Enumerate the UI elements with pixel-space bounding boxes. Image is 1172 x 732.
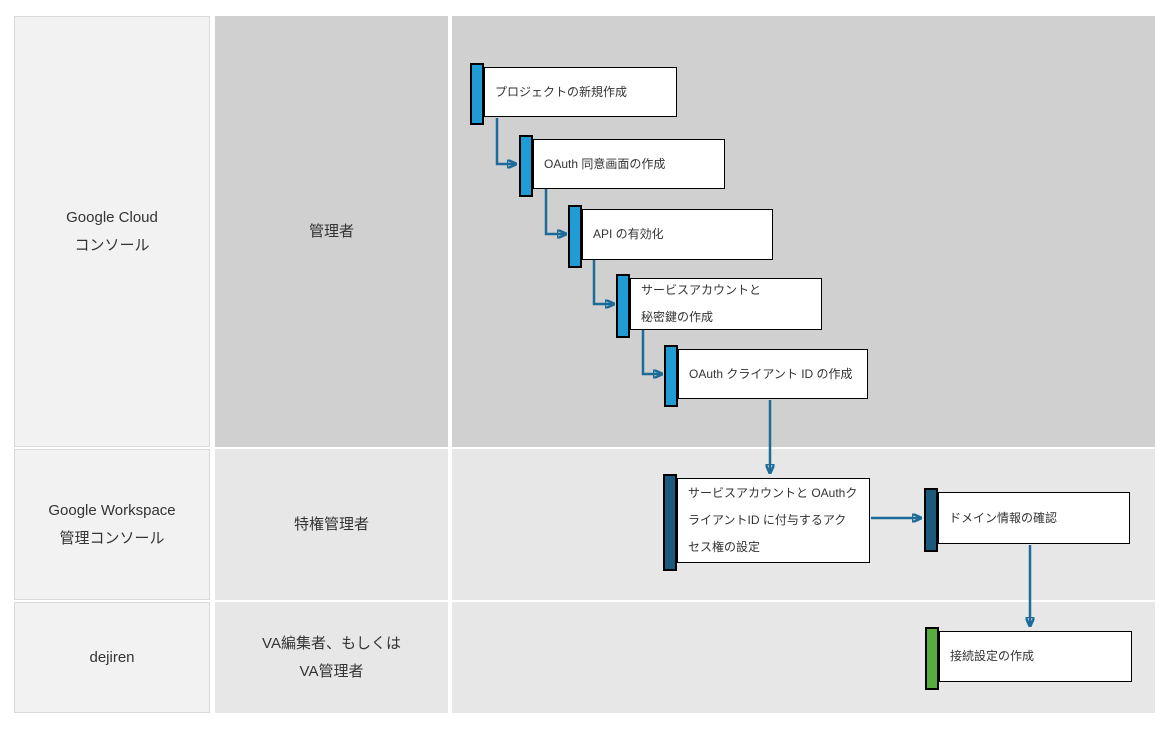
flow-node-create-project: プロジェクトの新規作成 [470, 63, 677, 125]
flow-node-label: OAuth 同意画面の作成 [544, 156, 666, 171]
lane-actor-admin: 管理者 [215, 16, 448, 447]
node-accent-bar [925, 627, 939, 690]
node-accent-bar [616, 274, 630, 338]
flow-node-label: ドメイン情報の確認 [949, 510, 1058, 525]
node-accent-bar [664, 345, 678, 407]
node-accent-bar [519, 135, 533, 197]
flow-node-create-service-account-and-key: サービスアカウントと 秘密鍵の作成 [616, 274, 822, 338]
lane-actor-super-admin: 特権管理者 [215, 449, 448, 600]
flow-node-enable-api: API の有効化 [568, 205, 773, 268]
node-accent-bar [924, 488, 938, 552]
flow-node-label: 接続設定の作成 [950, 649, 1035, 663]
lane-actor-va-editor-or-admin: VA編集者、もしくは VA管理者 [215, 602, 448, 713]
flow-node-create-oauth-consent-screen: OAuth 同意画面の作成 [519, 135, 725, 197]
lane-system-label: Google Workspace 管理コンソール [48, 501, 176, 547]
flow-node-set-access-rights: サービスアカウントと OAuthク ライアントID に付与するアク セス権の設定 [663, 474, 870, 571]
lane-system-dejiren: dejiren [14, 602, 210, 713]
node-accent-bar [470, 63, 484, 125]
flow-node-confirm-domain-info: ドメイン情報の確認 [924, 488, 1130, 552]
flow-node-label: サービスアカウントと 秘密鍵の作成 [641, 283, 762, 324]
lane-actor-label: VA編集者、もしくは VA管理者 [262, 634, 401, 680]
flow-node-label: OAuth クライアント ID の作成 [689, 366, 853, 381]
flow-node-label: API の有効化 [593, 227, 664, 241]
node-accent-bar [568, 205, 582, 268]
flow-node-label: サービスアカウントと OAuthク ライアントID に付与するアク セス権の設定 [688, 486, 858, 554]
node-accent-bar [663, 474, 677, 571]
flow-node-label: プロジェクトの新規作成 [495, 84, 628, 99]
lane-system-label: Google Cloud コンソール [66, 208, 158, 254]
lane-system-google-cloud-console: Google Cloud コンソール [14, 16, 210, 447]
lane-actor-label: 特権管理者 [293, 515, 369, 533]
flow-node-create-oauth-client-id: OAuth クライアント ID の作成 [664, 345, 868, 407]
lane-system-label: dejiren [89, 648, 135, 666]
lane-actor-label: 管理者 [308, 222, 354, 240]
flow-node-create-connection-settings: 接続設定の作成 [925, 627, 1132, 690]
lane-system-google-workspace-console: Google Workspace 管理コンソール [14, 449, 210, 600]
